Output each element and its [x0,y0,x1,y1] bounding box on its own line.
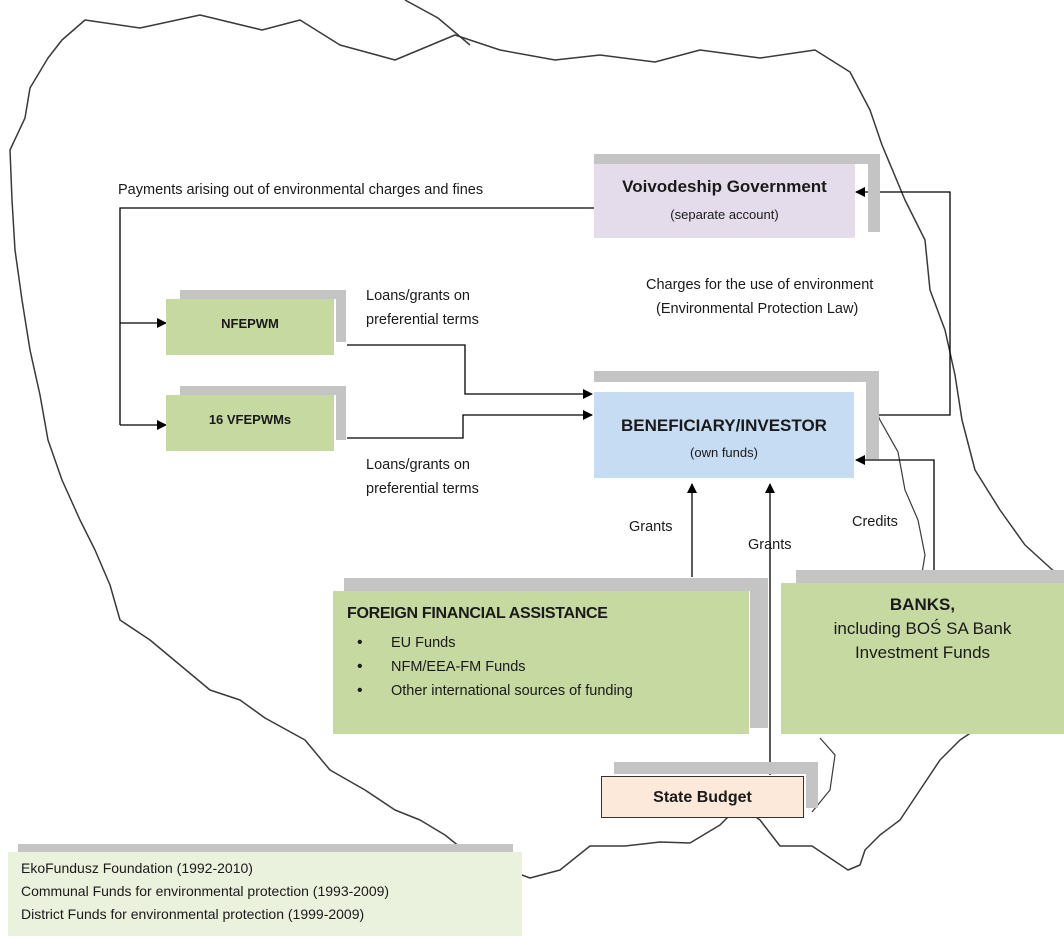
beneficiary-title: BENEFICIARY/INVESTOR [621,416,827,435]
state-budget-shadow-right [806,762,818,808]
voivodeship-shadow-right [868,154,880,232]
history-shadow-top [18,844,513,852]
charges-label-line2: (Environmental Protection Law) [656,301,859,317]
state-budget-box: State Budget [601,776,804,818]
foreign-assistance-item: EU Funds [333,631,633,655]
grants-label-state: Grants [748,537,792,553]
arrow-nfepwm-to-beneficiary [347,344,593,399]
foreign-assistance-box: FOREIGN FINANCIAL ASSISTANCE EU Funds NF… [333,591,749,734]
grants-label-foreign: Grants [629,519,673,535]
foreign-assistance-item: Other international sources of funding [333,679,633,703]
voivodeship-shadow-top [594,154,878,164]
foreign-assistance-item: NFM/EEA-FM Funds [333,655,633,679]
arrow-vfepwms-to-beneficiary [347,410,593,439]
voivodeship-subtitle: (separate account) [670,207,779,222]
charges-label-line1: Charges for the use of environment [646,277,874,293]
vfepwms-shadow-top [180,386,346,395]
history-line: District Funds for environmental protect… [21,906,365,922]
credits-label: Credits [852,514,898,530]
loans-label-top-line2: preferential terms [366,312,479,328]
beneficiary-box: BENEFICIARY/INVESTOR (own funds) [594,392,854,478]
banks-box: BANKS, including BOŚ SA Bank Investment … [781,583,1064,734]
vfepwms-shadow-right [336,386,346,440]
foreign-shadow-right [750,578,768,728]
poland-map-outline [9,14,1064,879]
banks-line: Investment Funds [854,643,991,662]
nfepwm-shadow-right [336,290,346,342]
state-budget-shadow-top [614,762,818,774]
voivodeship-title: Voivodeship Government [622,177,827,196]
nfepwm-title: NFEPWM [221,316,279,331]
foreign-assistance-list: EU Funds NFM/EEA-FM Funds Other internat… [333,631,633,703]
voivodeship-box: Voivodeship Government (separate account… [594,164,855,238]
arrow-bank-credits [855,455,935,580]
banks-shadow-top [796,570,1064,583]
foreign-shadow-top [344,578,768,591]
payments-label: Payments arising out of environmental ch… [118,182,484,198]
vfepwms-title: 16 VFEPWMs [208,412,292,427]
foreign-assistance-title: FOREIGN FINANCIAL ASSISTANCE [347,605,608,622]
map-west-coast [811,737,836,813]
vfepwms-box: 16 VFEPWMs [166,395,334,451]
payments-connector [119,207,594,425]
loans-label-bottom-line1: Loans/grants on [366,457,470,473]
state-budget-title: State Budget [653,789,752,806]
beneficiary-subtitle: (own funds) [690,445,758,460]
nfepwm-box: NFEPWM [166,299,334,355]
map-inner-border [867,391,926,586]
history-line: Communal Funds for environmental protect… [21,883,390,899]
arrow-charges-to-voivodeship [855,187,951,416]
map-northeast-border [404,0,471,46]
beneficiary-shadow-right [866,371,879,459]
banks-line: including BOŚ SA Bank [833,619,1012,638]
loans-label-top-line1: Loans/grants on [366,288,470,304]
nfepwm-shadow-top [180,290,346,299]
beneficiary-shadow-top [594,371,878,382]
history-box: EkoFundusz Foundation (1992-2010) Commun… [8,852,522,936]
banks-title: BANKS, [889,595,956,614]
history-line: EkoFundusz Foundation (1992-2010) [21,860,253,876]
loans-label-bottom-line2: preferential terms [366,481,479,497]
